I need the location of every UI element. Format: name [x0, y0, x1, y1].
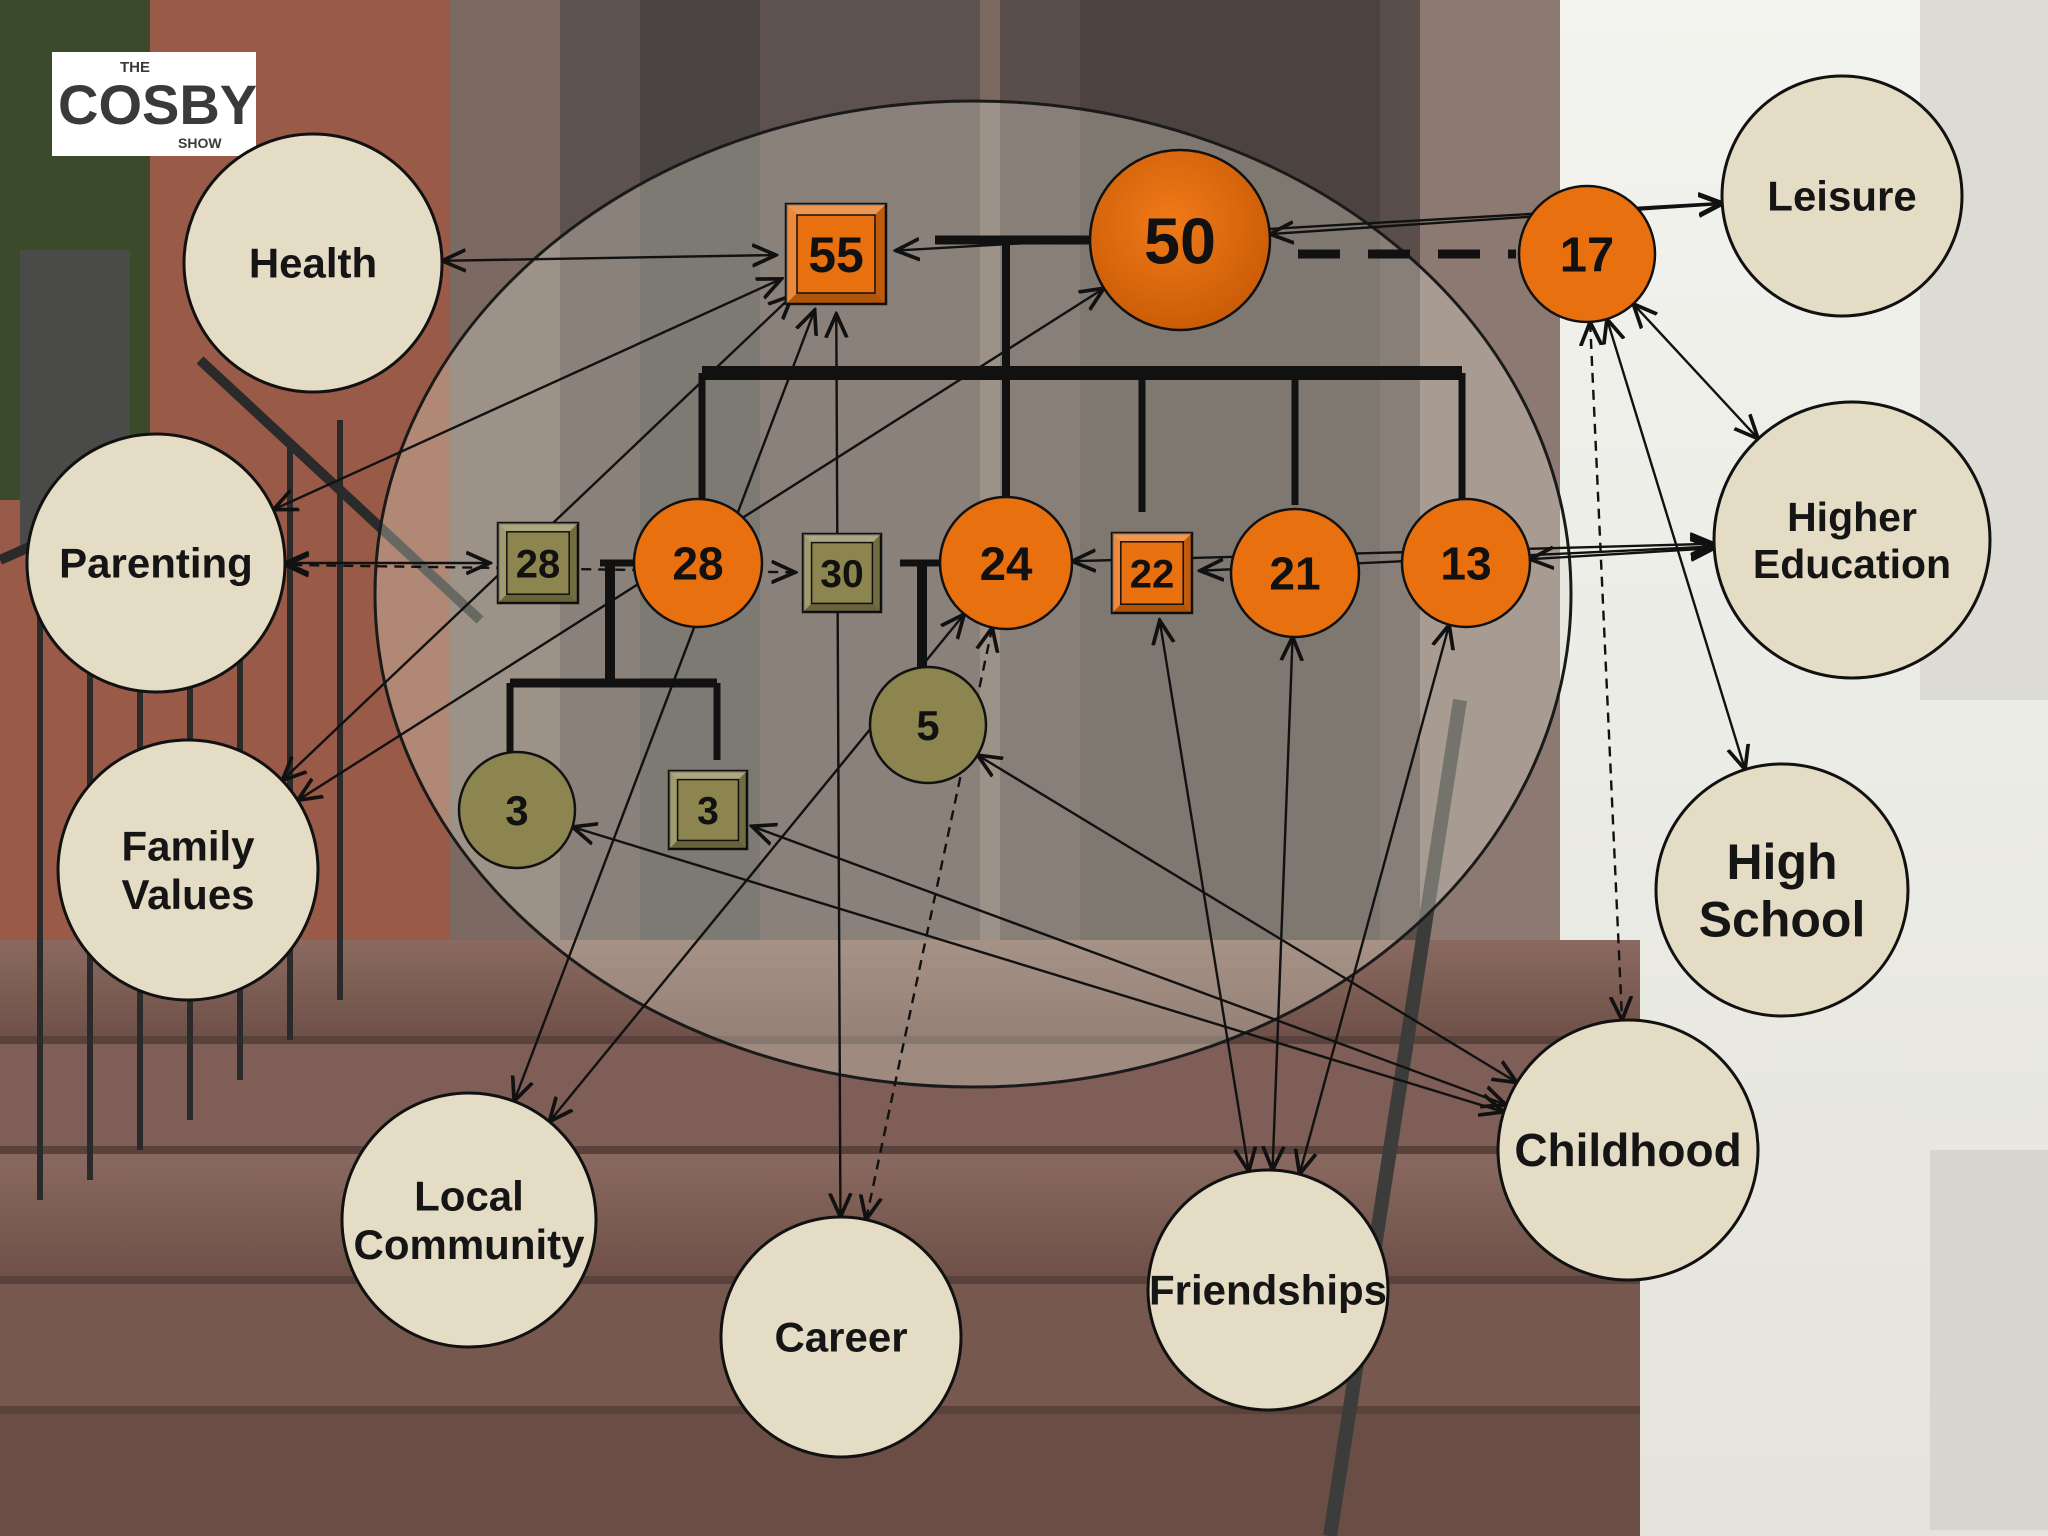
member-m13: 13: [1402, 499, 1530, 627]
domain-label: Friendships: [1149, 1267, 1387, 1314]
member-m24: 24: [940, 497, 1072, 629]
bevel-right: [875, 204, 886, 304]
domain-friendships: Friendships: [1148, 1170, 1388, 1410]
bevel-bottom: [498, 594, 578, 603]
bevel-bottom: [1112, 604, 1192, 613]
bevel-right: [569, 523, 578, 603]
member-age-label: 22: [1130, 552, 1175, 596]
member-age-label: 28: [672, 538, 723, 590]
domain-label: Health: [249, 240, 377, 287]
member-age-label: 30: [820, 553, 863, 596]
member-age-label: 28: [516, 542, 561, 586]
domain-higher-education: HigherEducation: [1714, 402, 1990, 678]
member-m5: 5: [870, 667, 986, 783]
domain-label: School: [1699, 891, 1866, 947]
member-age-label: 24: [980, 538, 1033, 591]
connection-m17-childhood: [1590, 322, 1622, 1020]
bevel-bottom: [786, 293, 886, 304]
domain-label: Leisure: [1767, 173, 1916, 220]
domain-label: High: [1726, 834, 1837, 890]
domain-childhood: Childhood: [1498, 1020, 1758, 1280]
member-age-label: 13: [1440, 538, 1491, 590]
domain-label: Higher: [1787, 494, 1917, 540]
connection-m17-higher_education: [1633, 304, 1758, 439]
bevel-right: [738, 771, 747, 849]
domain-label: Local: [414, 1173, 524, 1220]
domain-label: Parenting: [59, 540, 253, 587]
bevel-left: [669, 771, 678, 849]
member-age-label: 3: [505, 787, 528, 834]
member-m30: 30: [803, 534, 881, 612]
member-m50: 50: [1090, 150, 1270, 330]
member-m21: 21: [1231, 509, 1359, 637]
bevel-top: [1112, 533, 1192, 542]
domain-parenting: Parenting: [27, 434, 285, 692]
bevel-left: [1112, 533, 1121, 613]
member-age-label: 21: [1269, 548, 1320, 600]
bevel-top: [669, 771, 747, 780]
member-age-label: 17: [1560, 229, 1614, 283]
member-m28a: 28: [498, 523, 578, 603]
domain-label: Community: [354, 1221, 586, 1268]
bevel-left: [786, 204, 797, 304]
member-m28b: 28: [634, 499, 762, 627]
bevel-left: [803, 534, 812, 612]
domain-label: Values: [121, 871, 254, 918]
bevel-top: [803, 534, 881, 543]
member-m3b: 3: [669, 771, 747, 849]
member-m3a: 3: [459, 752, 575, 868]
member-m17: 17: [1519, 186, 1655, 322]
bevel-left: [498, 523, 507, 603]
domain-circle: [1656, 764, 1908, 1016]
domain-label: Education: [1753, 541, 1951, 587]
bevel-bottom: [669, 840, 747, 849]
bevel-right: [872, 534, 881, 612]
domain-leisure: Leisure: [1722, 76, 1962, 316]
bevel-top: [786, 204, 886, 215]
member-age-label: 3: [697, 790, 719, 833]
domain-label: Family: [121, 823, 255, 870]
domain-label: Career: [774, 1314, 907, 1361]
bevel-right: [1183, 533, 1192, 613]
member-age-label: 55: [808, 227, 864, 283]
domain-career: Career: [721, 1217, 961, 1457]
member-age-label: 50: [1144, 204, 1216, 277]
domain-label: Childhood: [1514, 1124, 1741, 1176]
domain-health: Health: [184, 134, 442, 392]
member-m55: 55: [786, 204, 886, 304]
member-age-label: 5: [916, 702, 939, 749]
member-m22: 22: [1112, 533, 1192, 613]
bevel-top: [498, 523, 578, 532]
bevel-bottom: [803, 603, 881, 612]
